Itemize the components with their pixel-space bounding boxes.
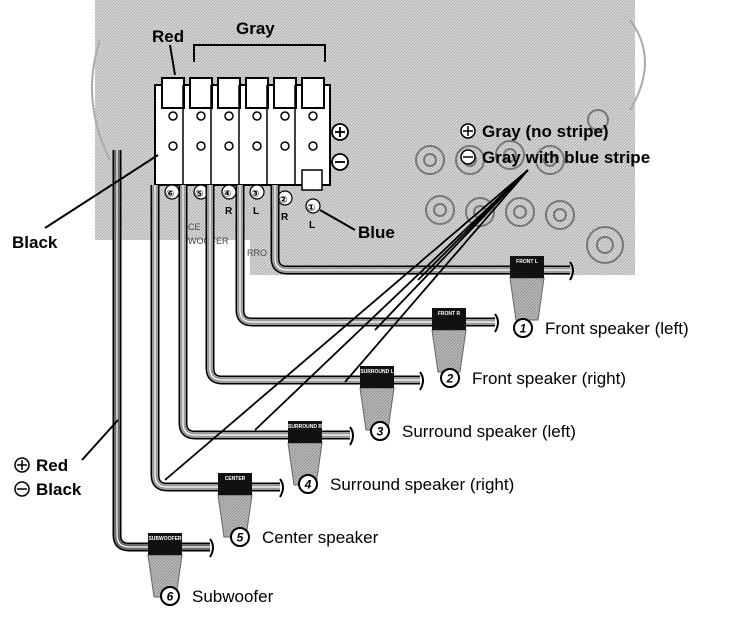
subwoofer-legend: Red Black [14,456,82,499]
wire-end-1 [569,261,574,281]
speaker-num-4: 4 [304,478,312,492]
speaker-label-4: Surround speaker (right) [330,475,514,494]
tag-text-6: SUBWOOFER [148,536,181,542]
tag-text-5: CENTER [225,476,246,482]
panel-text-bwoofer: BWOOFER [182,236,229,246]
panel-text-rro: RRO [247,248,267,258]
tag-text-3: SURROUND L [360,369,393,375]
terminal-side-1: L [309,220,315,231]
terminal-polarity [331,123,349,171]
wire-stripe-3 [209,185,420,381]
tag-text-4: SURROUND R [288,424,322,430]
speaker-label-5: Center speaker [262,528,379,547]
blue-pointer [319,209,356,231]
terminal-num-6: ⑥ [166,189,174,200]
speaker-tags: FRONT L 1 Front speaker (left) FRONT R 2 Fron… [147,256,689,606]
terminal-num-1: ① [307,203,315,214]
black-pointer [44,154,159,229]
terminal-num-3: ③ [251,189,259,200]
speaker-label-2: Front speaker (right) [472,369,626,388]
tag-band-4 [288,421,322,443]
speaker-num-1: 1 [520,322,527,336]
legend-pointer-lines [164,169,529,481]
wire-end-3 [419,371,424,391]
tag-body-1 [509,277,545,321]
legend-plus-label: Gray (no stripe) [482,122,609,141]
speaker-num-circle-1 [513,318,533,338]
legend-minus-label: Gray with blue stripe [482,148,650,167]
speaker-label-3: Surround speaker (left) [402,422,576,441]
tag-band-5 [218,473,252,495]
receiver-back-panel [95,0,635,275]
tag-text-1: FRONT L [516,259,538,265]
panel-arc-decor [91,19,646,161]
wire-end-5 [279,478,284,498]
legend: Gray (no stripe) Gray with blue stripe [460,122,650,167]
wire-stripe-5 [154,185,280,488]
speaker-num-circle-6 [160,586,180,606]
terminal-num-4: ④ [223,189,231,200]
label-gray: Gray [236,19,275,38]
tag-band-1 [510,256,544,278]
label-blue: Blue [358,223,395,242]
speaker-terminal-block [154,77,331,191]
speaker-num-3: 3 [377,425,384,439]
wire-end-4 [349,426,354,446]
tag-text-2: FRONT R [438,311,461,317]
wire-end-6 [209,538,214,558]
terminal-side-3: L [253,206,259,217]
wire-stripe-1 [274,185,570,271]
wire-end-2 [494,313,499,333]
wire-stripe-4 [182,185,350,436]
red-pointer [169,44,176,76]
terminal-side-2: R [281,212,289,223]
wire-stripe-6 [116,150,210,548]
gray-bracket [193,44,326,62]
terminal-num-5: ⑤ [195,189,203,200]
sub-minus-label: Black [36,480,82,499]
label-black: Black [12,233,58,252]
sub-pointer [81,419,119,461]
panel-text-ce: CE [188,222,201,232]
speaker-label-6: Subwoofer [192,587,274,606]
speaker-num-6: 6 [167,590,174,604]
tag-body-2 [431,329,467,373]
tag-band-3 [360,366,394,388]
speaker-num-circle-4 [298,474,318,494]
terminal-side-4: R [225,206,233,217]
speaker-num-circle-3 [370,421,390,441]
wire-stripe-2 [239,185,495,323]
speaker-num-circle-5 [230,527,250,547]
label-red: Red [152,27,184,46]
speaker-label-1: Front speaker (left) [545,319,689,338]
sub-plus-label: Red [36,456,68,475]
speaker-wires [112,150,570,552]
terminal-num-2: ② [279,195,287,206]
speaker-num-5: 5 [237,531,244,545]
speaker-num-2: 2 [446,372,454,386]
speaker-num-circle-2 [440,368,460,388]
tag-band-2 [432,308,466,330]
tag-band-6 [148,533,182,555]
